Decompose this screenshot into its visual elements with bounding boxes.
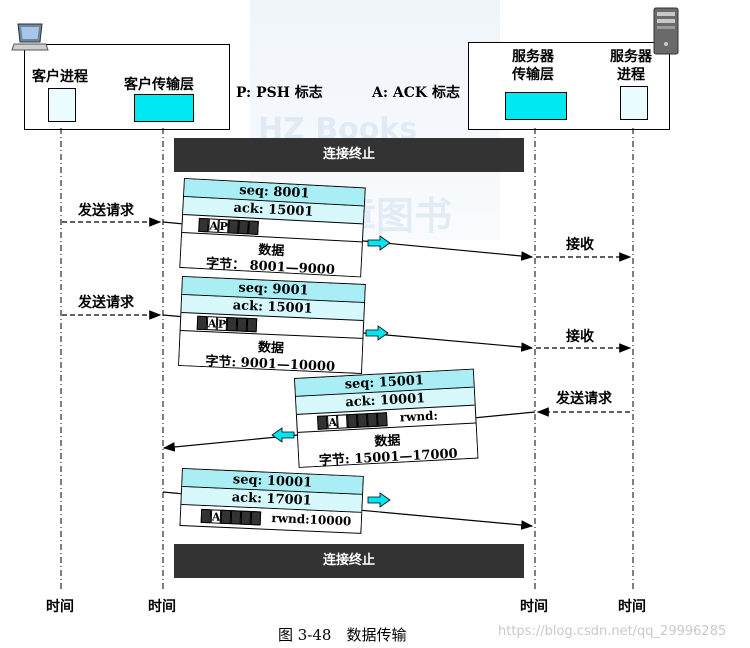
laptop-icon (11, 23, 49, 51)
time-label-server-transport: 时间 (520, 599, 548, 615)
server-process-label: 服务器 进程 (610, 49, 652, 83)
send-request-label-1: 发送请求 (78, 203, 134, 219)
time-label-server-process: 时间 (618, 599, 646, 615)
server-process-box (620, 86, 648, 120)
ack-flag: A (206, 315, 218, 331)
server-transport-box (505, 92, 567, 120)
client-transport-box (134, 94, 194, 122)
connection-termination-bar-bottom: 连接终止 (174, 544, 524, 578)
send-request-label-3: 发送请求 (556, 391, 612, 407)
source-url: https://blog.csdn.net/qq_29996285 (498, 624, 727, 639)
connection-termination-bar-top: 连接终止 (174, 138, 524, 172)
receive-label-1: 接收 (566, 237, 594, 253)
psh-legend: P: PSH 标志 (236, 85, 323, 101)
segment-3: seq: 15001 ack: 10001 A rwnd: 3000 数据 字节… (294, 368, 479, 469)
figure-caption: 图 3-48 数据传输 (278, 626, 407, 644)
send-request-label-2: 发送请求 (78, 295, 134, 311)
time-label-client-transport: 时间 (148, 599, 176, 615)
client-process-label: 客户进程 (32, 69, 88, 85)
segment-4: seq: 10001 ack: 17001 A rwnd:10000 (179, 468, 364, 534)
ack-legend: A: ACK 标志 (372, 85, 460, 101)
receive-label-2: 接收 (566, 329, 594, 345)
ack-flag: A (210, 508, 222, 524)
psh-flag: P (216, 316, 228, 331)
client-transport-label: 客户传输层 (124, 77, 194, 93)
rwnd-field: rwnd:10000 (271, 510, 352, 529)
segment-1: seq: 8001 ack: 15001 AP 数据 字节： 8001—9000 (179, 178, 366, 278)
segment-2: seq: 9001 ack: 15001 AP 数据 字节: 9001—1000… (178, 276, 366, 375)
server-icon (653, 7, 679, 55)
server-transport-label: 服务器 传输层 (512, 49, 554, 83)
time-label-client-process: 时间 (46, 599, 74, 615)
client-process-box (48, 88, 76, 122)
